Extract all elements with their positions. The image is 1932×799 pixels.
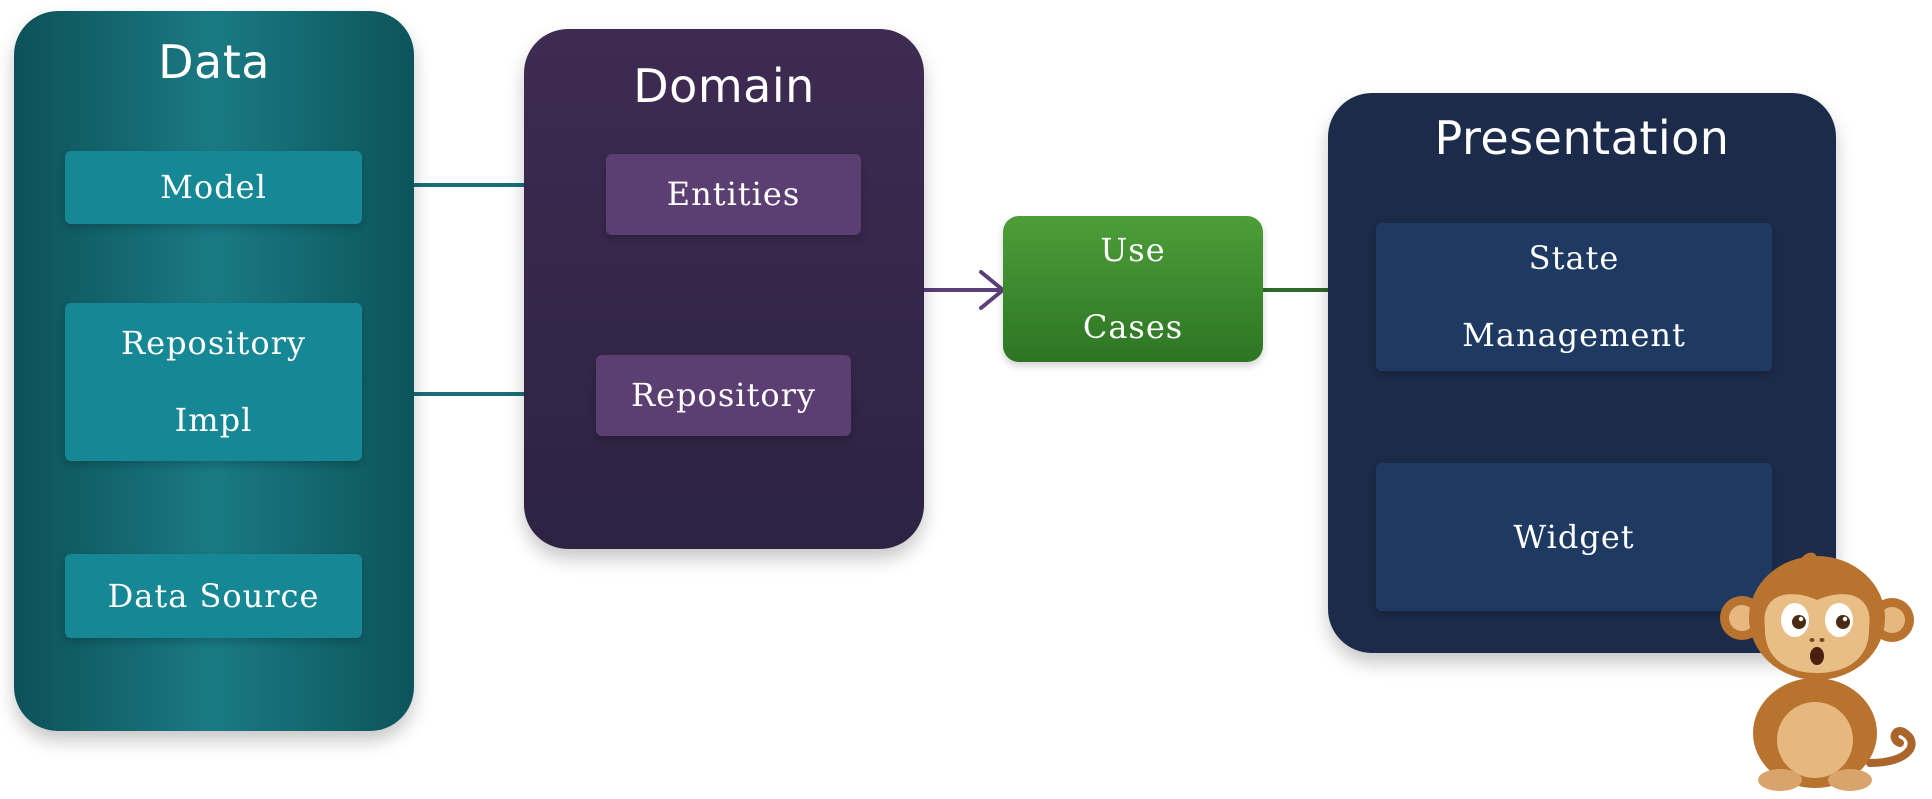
use-cases-label-line2: Cases xyxy=(1082,308,1184,346)
state-management-label-line1: State xyxy=(1528,239,1620,277)
use-cases-label-line1: Use xyxy=(1100,231,1166,269)
data-source-label: Data Source xyxy=(107,576,320,615)
widget-box: Widget xyxy=(1376,463,1772,611)
state-management-box: State Management xyxy=(1376,223,1772,371)
widget-label: Widget xyxy=(1513,517,1635,556)
domain-repository-label: Repository xyxy=(631,376,816,414)
entities-label: Entities xyxy=(666,175,801,213)
repository-impl-label-line1: Repository xyxy=(121,324,306,362)
presentation-layer-title: Presentation xyxy=(1434,111,1730,165)
domain-layer-panel: Domain xyxy=(524,29,924,549)
domain-repository-box: Repository xyxy=(596,355,851,436)
use-cases-box: Use Cases xyxy=(1003,216,1263,362)
model-box: Model xyxy=(65,151,362,224)
repository-impl-label-line2: Impl xyxy=(174,401,253,439)
data-layer-title: Data xyxy=(158,35,270,89)
monkey-icon xyxy=(1720,552,1916,791)
state-management-label-line2: Management xyxy=(1462,316,1686,354)
model-label: Model xyxy=(160,168,267,206)
data-source-box: Data Source xyxy=(65,554,362,638)
domain-layer-title: Domain xyxy=(633,59,815,113)
repository-impl-box: Repository Impl xyxy=(65,303,362,461)
entities-box: Entities xyxy=(606,154,861,235)
arrow-domain-to-usecases xyxy=(922,270,1005,310)
